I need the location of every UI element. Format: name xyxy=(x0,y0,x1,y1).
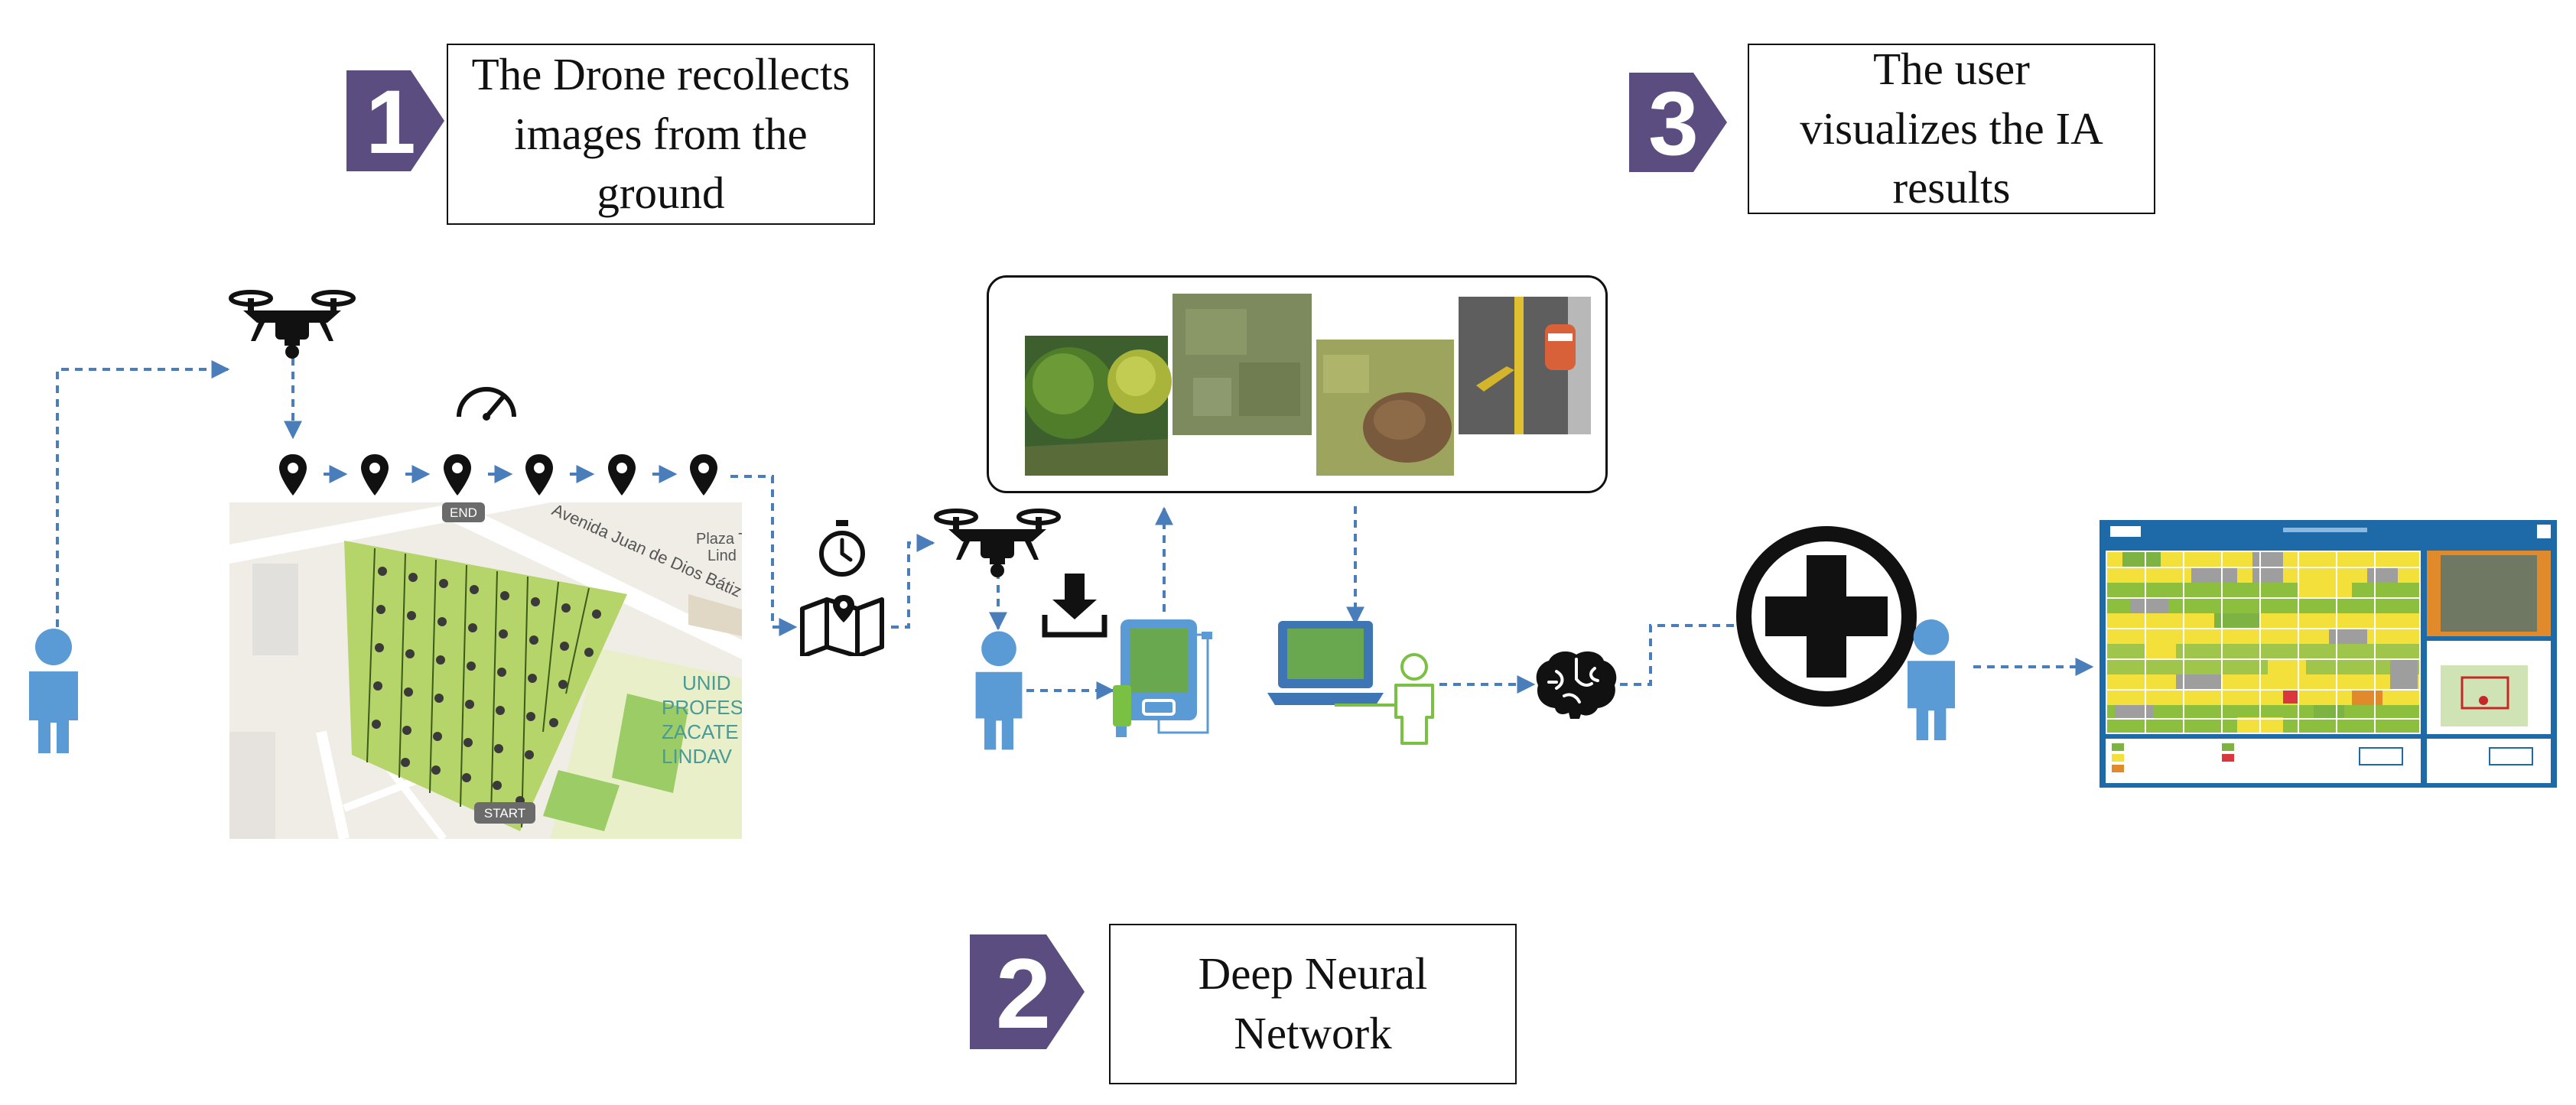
map-campus-label: LINDAV xyxy=(662,745,733,768)
brain-icon xyxy=(1536,651,1617,719)
map-campus-label: PROFESI xyxy=(662,696,742,719)
step-1-line: The Drone recollects xyxy=(471,48,851,99)
person-icon xyxy=(975,631,1023,750)
step-3-text-box: The user visualizes the IA results xyxy=(1748,44,2155,214)
step-2-badge: 2 xyxy=(970,934,1085,1049)
sample-image-dirt xyxy=(1316,340,1454,476)
step-3-line: visualizes the IA xyxy=(1800,102,2103,154)
step-1-number: 1 xyxy=(366,72,416,171)
step-1-text-box: The Drone recollects images from the gro… xyxy=(447,44,875,225)
waypoint-pin-icon xyxy=(279,454,307,496)
waypoint-pin-icon xyxy=(690,454,717,496)
laptop-icon xyxy=(1267,621,1384,705)
step-2-number: 2 xyxy=(996,938,1051,1049)
arrow-map-to-drone2 xyxy=(891,534,935,629)
waypoint-pin-icon xyxy=(361,454,389,496)
arrow-user-to-drone xyxy=(56,360,230,627)
map-end-label: END xyxy=(450,505,477,520)
sample-image-road xyxy=(1459,297,1591,434)
person-icon xyxy=(29,629,78,753)
speedometer-icon xyxy=(457,387,516,421)
route-map-icon xyxy=(800,595,884,656)
flight-map: END START Avenida Juan de Dios Bátiz Pla… xyxy=(229,502,742,839)
stopwatch-icon xyxy=(819,520,865,577)
arrow-path-to-map xyxy=(730,475,798,636)
waypoint-pin-icon xyxy=(608,454,636,496)
arrow-brain-to-plus xyxy=(1620,616,1760,686)
map-place-label: Lind xyxy=(707,548,737,564)
plus-circle-icon xyxy=(1736,526,1917,707)
analyst-person-icon xyxy=(1335,653,1434,745)
drone-icon xyxy=(934,509,1061,577)
step-3-line: The user xyxy=(1873,43,2030,94)
person-icon xyxy=(1907,619,1956,740)
step-3-number: 3 xyxy=(1648,73,1699,172)
map-campus-label: ZACATE xyxy=(662,720,739,743)
results-heatmap xyxy=(2107,552,2419,733)
step-2-line: Network xyxy=(1234,1008,1392,1058)
step-3-badge: 3 xyxy=(1629,73,1727,172)
waypoint-pin-icon xyxy=(444,454,471,496)
step-1-line: images from the xyxy=(514,108,808,159)
sample-image-shrubs xyxy=(1025,336,1172,476)
download-icon xyxy=(1042,574,1107,638)
map-start-label: START xyxy=(484,806,525,821)
step-2-line: Deep Neural xyxy=(1198,948,1428,999)
step-2-text-box: Deep Neural Network xyxy=(1109,924,1517,1084)
step-1-line: ground xyxy=(597,167,725,219)
waypoint-pin-icon xyxy=(525,454,553,496)
drone-icon xyxy=(229,290,356,359)
tablet-controller-icon xyxy=(1113,619,1212,737)
map-place-label: Plaza T xyxy=(696,531,742,548)
step-3-line: results xyxy=(1892,162,2011,213)
image-samples xyxy=(1025,294,1591,476)
results-dashboard xyxy=(2100,520,2557,788)
map-campus-label: UNID xyxy=(682,671,731,694)
step-1-badge: 1 xyxy=(346,70,444,171)
sample-image-grass xyxy=(1173,294,1312,435)
